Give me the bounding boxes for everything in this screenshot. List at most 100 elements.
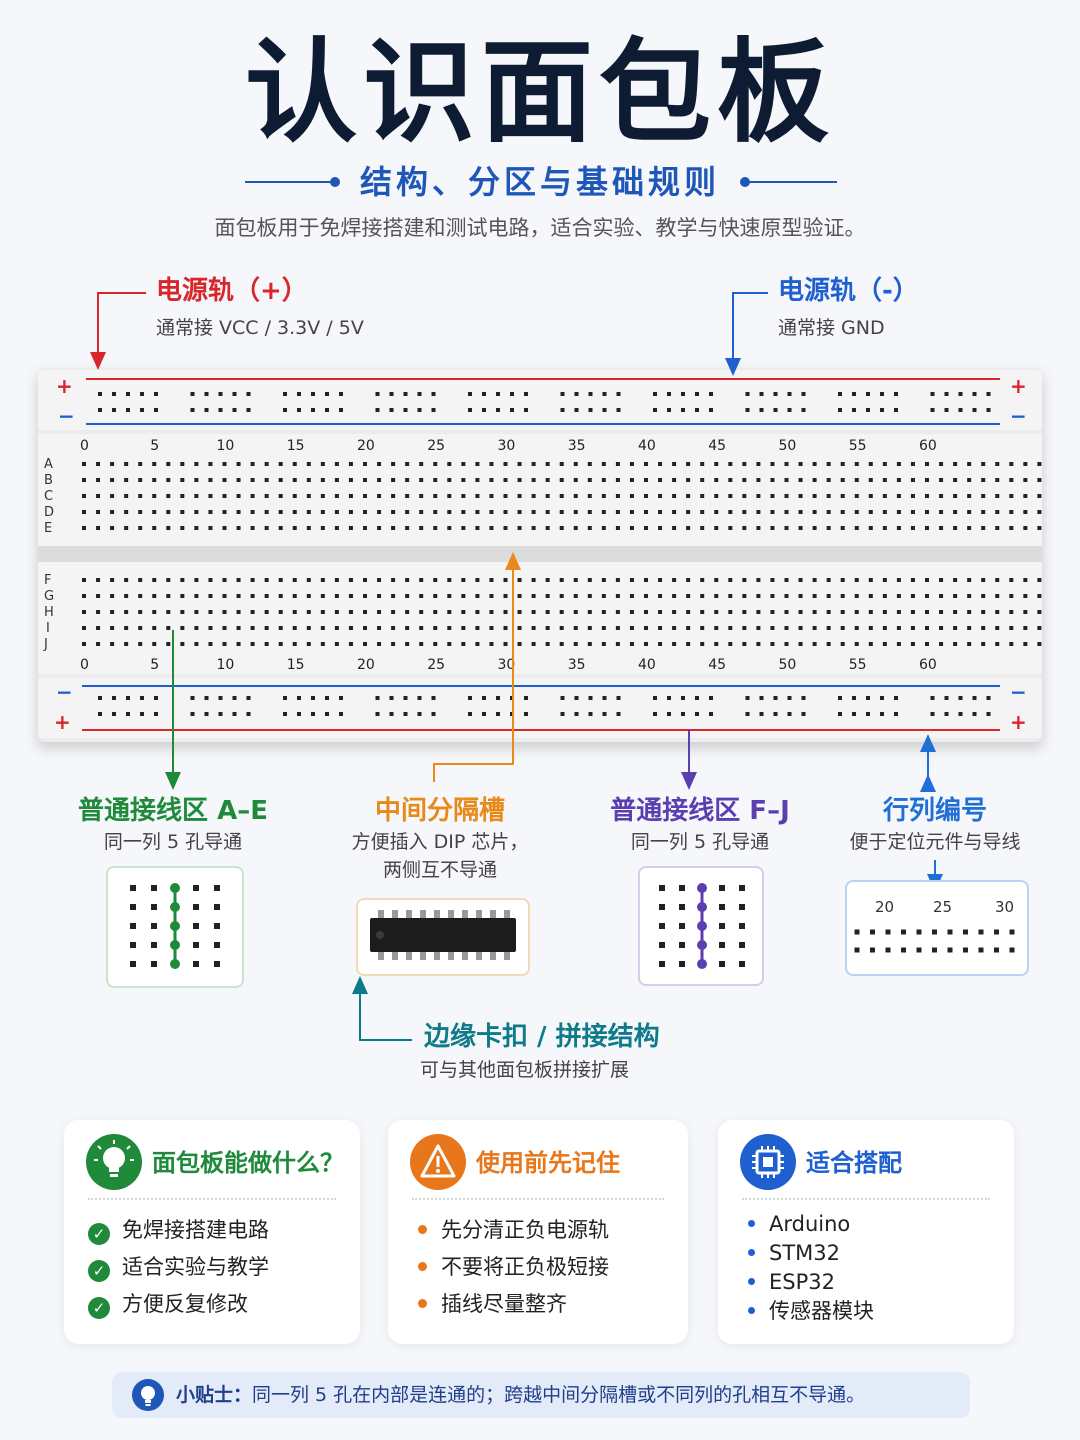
rail-hole bbox=[602, 712, 607, 716]
list-item: ✓免焊接搭建电路 bbox=[88, 1212, 269, 1249]
terminal-hole bbox=[995, 578, 1000, 582]
terminal-hole bbox=[545, 478, 550, 482]
rail-hole bbox=[972, 712, 977, 716]
terminal-hole bbox=[531, 642, 536, 646]
page-title: 认识面包板 bbox=[245, 28, 835, 158]
terminal-hole bbox=[264, 594, 269, 598]
terminal-hole bbox=[896, 626, 901, 630]
rail-hole bbox=[745, 408, 750, 412]
terminal-hole bbox=[236, 462, 241, 466]
rail-hole bbox=[431, 392, 436, 396]
terminal-hole bbox=[925, 594, 929, 598]
terminal-hole bbox=[250, 642, 255, 646]
terminal-hole bbox=[1037, 494, 1042, 498]
terminal-hole bbox=[615, 462, 620, 466]
terminal-hole bbox=[545, 462, 550, 466]
tip-body: 同一列 5 孔在内部是连通的；跨越中间分隔槽或不同列的孔相互不导通。 bbox=[252, 1384, 866, 1406]
terminal-hole bbox=[686, 578, 691, 582]
terminal-hole bbox=[882, 494, 887, 498]
rail-hole bbox=[339, 392, 343, 396]
rail-hole bbox=[204, 408, 209, 412]
terminal-hole bbox=[320, 578, 325, 582]
terminal-hole bbox=[250, 594, 255, 598]
terminal-hole bbox=[222, 462, 227, 466]
rail-hole bbox=[852, 408, 856, 412]
terminal-hole bbox=[1023, 642, 1028, 646]
terminal-hole bbox=[489, 626, 494, 630]
check-icon: ✓ bbox=[88, 1297, 110, 1319]
terminal-hole bbox=[868, 578, 873, 582]
terminal-hole bbox=[573, 578, 578, 582]
terminal-hole bbox=[854, 526, 859, 530]
terminal-hole bbox=[601, 578, 606, 582]
terminal-hole bbox=[868, 626, 873, 630]
terminal-hole bbox=[981, 626, 986, 630]
list-item: ✓适合实验与教学 bbox=[88, 1249, 269, 1286]
ae-title: 普通接线区 A–E bbox=[78, 796, 268, 826]
rail-hole bbox=[616, 408, 621, 412]
chip-pin bbox=[392, 910, 398, 920]
rail-hole bbox=[98, 696, 102, 700]
terminal-hole bbox=[728, 526, 733, 530]
terminal-hole bbox=[1023, 610, 1028, 614]
terminal-hole bbox=[854, 610, 859, 614]
terminal-hole bbox=[826, 610, 831, 614]
hole bbox=[739, 942, 745, 948]
terminal-hole bbox=[475, 462, 480, 466]
fj-title: 普通接线区 F–J bbox=[610, 796, 790, 826]
rail-hole bbox=[986, 408, 991, 412]
terminal-hole bbox=[138, 478, 143, 482]
terminal-hole bbox=[587, 642, 592, 646]
terminal-hole bbox=[967, 642, 972, 646]
terminal-hole bbox=[798, 462, 803, 466]
terminal-hole bbox=[517, 610, 522, 614]
rail-hole bbox=[944, 712, 949, 716]
rail-hole bbox=[311, 712, 315, 716]
terminal-hole bbox=[840, 510, 845, 514]
terminal-hole bbox=[250, 526, 255, 530]
terminal-hole bbox=[348, 494, 353, 498]
rail-hole bbox=[431, 696, 436, 700]
terminal-hole bbox=[250, 494, 255, 498]
hole bbox=[947, 947, 953, 953]
intro-text: 面包板用于免焊接搭建和测试电路，适合实验、教学与快速原型验证。 bbox=[214, 216, 866, 240]
rail-hole bbox=[852, 712, 856, 716]
terminal-hole bbox=[236, 494, 241, 498]
terminal-strip-top bbox=[38, 434, 1042, 546]
chip-pin bbox=[448, 950, 454, 960]
rail-hole bbox=[894, 392, 898, 396]
rail-hole bbox=[773, 408, 778, 412]
plus-sign-bottom-right: + bbox=[1010, 710, 1027, 734]
terminal-hole bbox=[756, 526, 761, 530]
rail-hole bbox=[745, 392, 750, 396]
terminal-hole bbox=[812, 478, 817, 482]
terminal-hole bbox=[208, 478, 213, 482]
bottom-power-rail bbox=[38, 678, 1042, 738]
row-letter-j: J bbox=[44, 637, 48, 652]
column-number: 45 bbox=[708, 657, 727, 673]
terminal-hole bbox=[250, 510, 255, 514]
numbering-sample: 20 25 30 bbox=[845, 880, 1029, 976]
hole bbox=[659, 923, 665, 929]
terminal-hole bbox=[967, 578, 972, 582]
terminal-hole bbox=[405, 494, 410, 498]
terminal-hole bbox=[320, 510, 325, 514]
terminal-hole bbox=[405, 526, 410, 530]
hole bbox=[130, 904, 136, 910]
terminal-hole bbox=[742, 510, 747, 514]
rail-hole bbox=[126, 392, 130, 396]
terminal-hole bbox=[1009, 510, 1014, 514]
terminal-hole bbox=[405, 626, 410, 630]
terminal-hole bbox=[826, 526, 831, 530]
terminal-hole bbox=[152, 526, 157, 530]
terminal-hole bbox=[152, 578, 157, 582]
terminal-hole bbox=[433, 626, 438, 630]
terminal-hole bbox=[419, 642, 424, 646]
terminal-hole bbox=[981, 478, 986, 482]
list-item: 传感器模块 bbox=[742, 1297, 874, 1326]
rail-hole bbox=[759, 392, 764, 396]
terminal-hole bbox=[798, 478, 803, 482]
list-item: Arduino bbox=[742, 1210, 874, 1239]
terminal-hole bbox=[236, 642, 241, 646]
terminal-hole bbox=[770, 478, 775, 482]
